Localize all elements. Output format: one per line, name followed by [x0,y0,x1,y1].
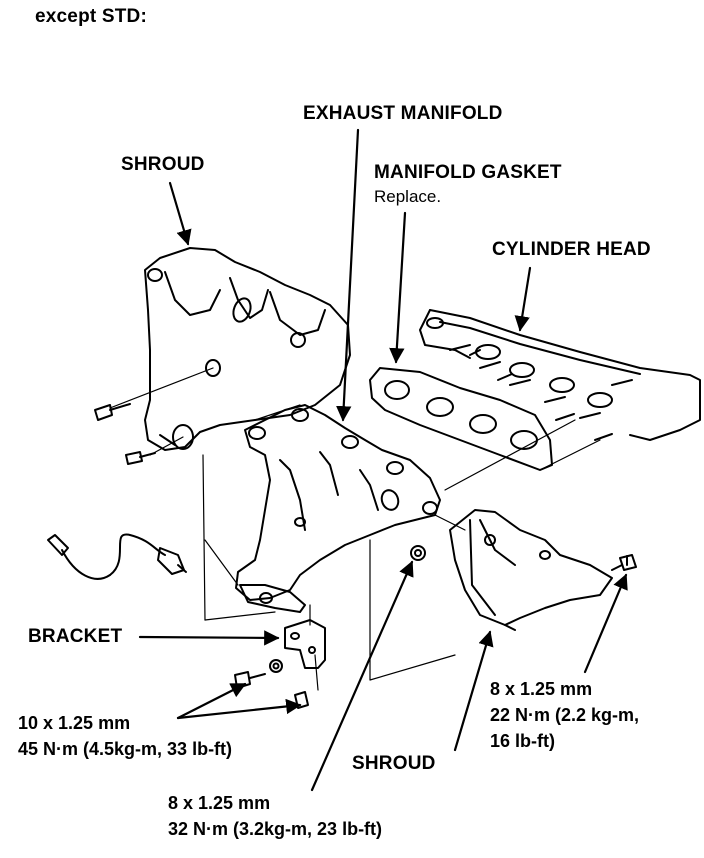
fasteners [94,349,637,709]
spec-bracket-bolts: 10 x 1.25 mm 45 N·m (4.5kg-m, 33 lb-ft) [18,710,232,762]
spec-manifold-nut-torque: 32 N·m (3.2kg-m, 23 lb-ft) [168,819,383,839]
assembly-lines [109,367,601,691]
spec-bracket-bolts-torque: 45 N·m (4.5kg-m, 33 lb-ft) [18,739,233,759]
arrow-manifold-nut [310,560,414,792]
spec-manifold-nut-size: 8 x 1.25 mm [168,793,271,813]
page-title: except STD: [35,6,148,27]
spec-shroud-bolt-torque-2: 16 lb-ft) [490,731,555,751]
label-bracket: BRACKET [28,626,123,647]
spec-bracket-bolts-size: 10 x 1.25 mm [18,713,131,733]
bracket [284,619,326,669]
oxygen-sensor [47,533,187,580]
arrow-lower-shroud [453,630,494,752]
upper-shroud [144,247,351,451]
label-upper-shroud: SHROUD [121,154,205,175]
arrow-bolt-b [176,698,302,720]
label-cylinder-head: CYLINDER HEAD [492,239,651,260]
lower-shroud [449,509,613,631]
arrow-cylinder-head [514,266,532,332]
exhaust-manifold [235,404,441,613]
arrow-bracket [138,630,280,646]
arrow-exhaust-manifold [336,128,360,422]
arrow-upper-shroud [168,181,192,246]
spec-shroud-bolt-size: 8 x 1.25 mm [490,679,593,699]
spec-shroud-bolt: 8 x 1.25 mm 22 N·m (2.2 kg-m, 16 lb-ft) [490,676,639,754]
arrow-bolt-a [176,682,247,720]
label-exhaust-manifold: EXHAUST MANIFOLD [303,103,503,124]
arrow-shroud-bolt [583,573,628,674]
arrow-manifold-gasket [389,211,407,364]
spec-shroud-bolt-torque-1: 22 N·m (2.2 kg-m, [490,705,640,725]
label-manifold-gasket-note: Replace. [374,187,442,206]
cylinder-head [419,309,701,441]
label-lower-shroud: SHROUD [352,753,436,774]
label-manifold-gasket: MANIFOLD GASKET [374,162,562,183]
callout-arrows [138,128,628,792]
spec-manifold-nut: 8 x 1.25 mm 32 N·m (3.2kg-m, 23 lb-ft) [168,790,382,842]
